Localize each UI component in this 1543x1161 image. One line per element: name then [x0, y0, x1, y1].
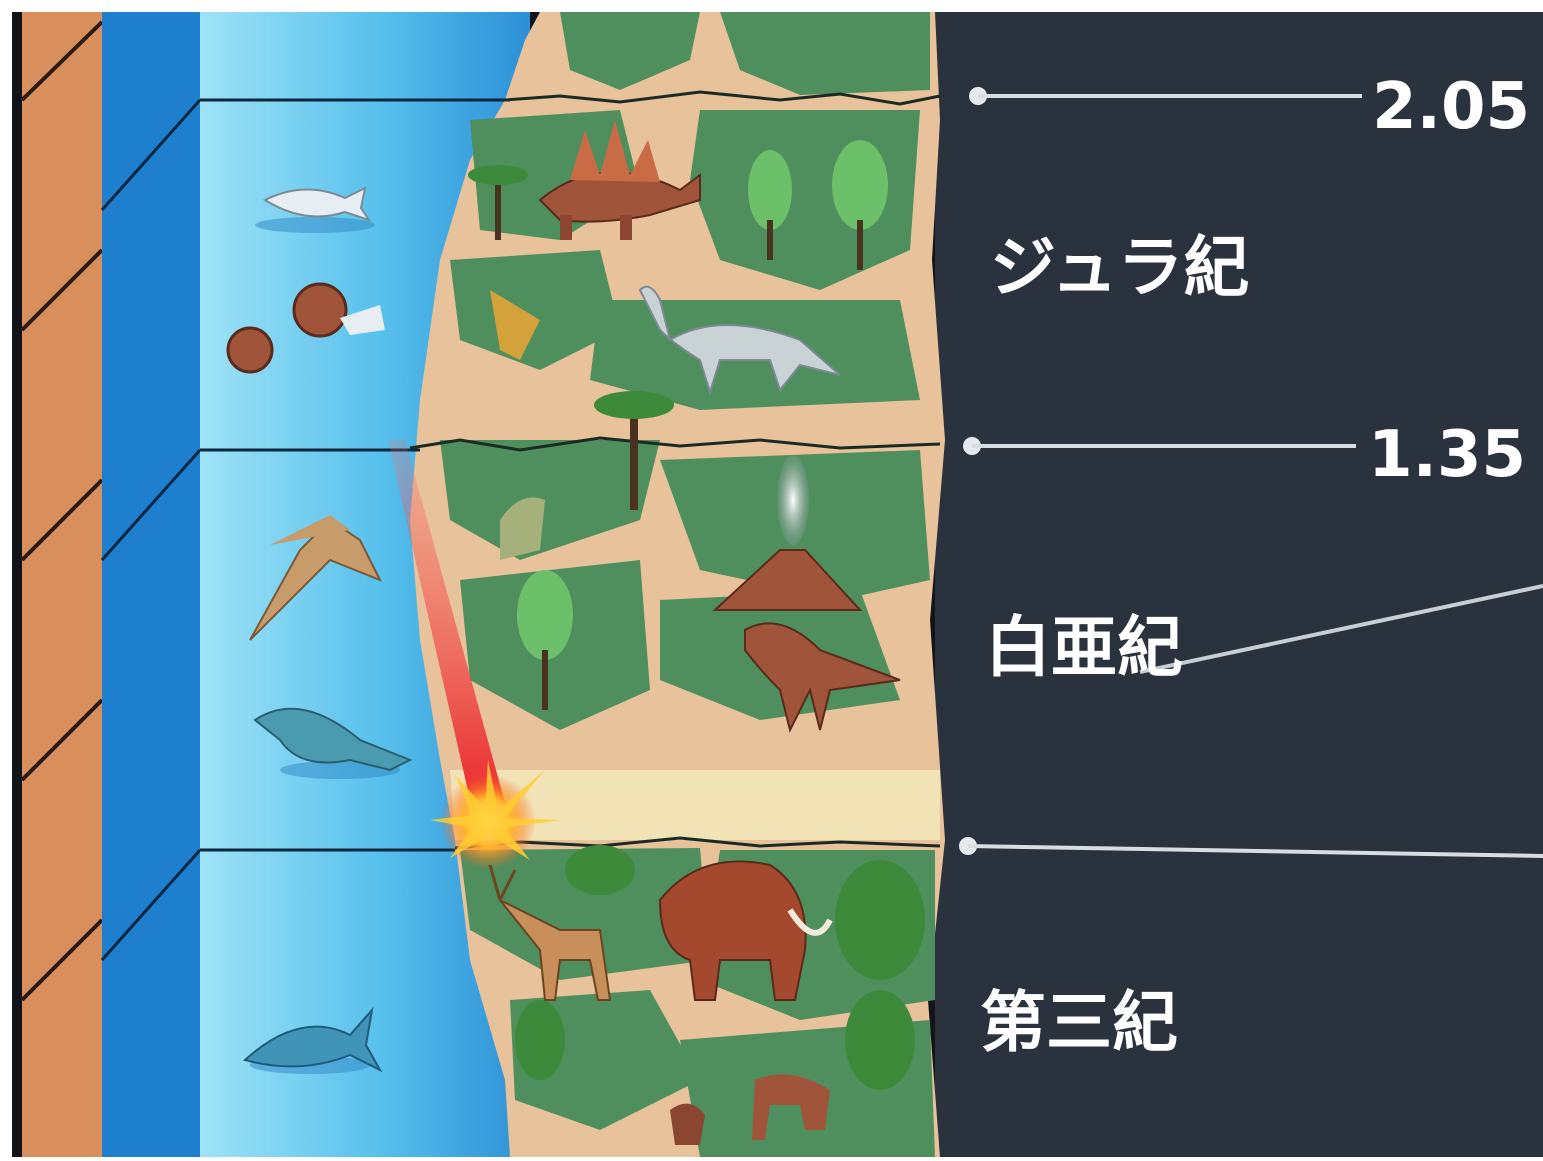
period-label-jurassic: ジュラ紀	[990, 229, 1249, 306]
cretaceous-pointer-line	[1139, 584, 1543, 674]
crust-hatch-lines	[20, 20, 104, 1002]
period-label-tertiary: 第三紀	[980, 984, 1178, 1061]
small-dinosaur-icon	[490, 290, 545, 560]
volcano-icon	[712, 455, 863, 611]
ichthyosaur-icon	[253, 707, 413, 779]
mammoth-icon	[658, 860, 833, 1001]
meteor-impact-beam	[388, 440, 512, 835]
ocean-perspective-lines	[100, 99, 202, 961]
period-label-cretaceous: 白亜紀	[985, 609, 1183, 686]
stegosaurus-icon	[538, 120, 701, 240]
deer-icon	[488, 864, 612, 1001]
stratum-boundaries-ocean	[200, 98, 510, 852]
tree-icon	[515, 140, 925, 1090]
fish-icon	[242, 1006, 383, 1074]
boundary-value-jurassic-cretaceous: 1.35	[1368, 418, 1526, 492]
mammal-icon	[670, 1074, 830, 1145]
brachiosaurus-icon	[638, 285, 841, 396]
crust-band	[22, 12, 102, 1157]
timeline-panel	[935, 12, 1543, 1157]
palm-tree-icon	[468, 165, 674, 510]
boundary-value-jurassic-top: 2.05	[1372, 70, 1530, 144]
deep-ocean-column	[102, 12, 200, 1157]
pterosaur-icon	[249, 515, 383, 641]
ammonite-icon	[226, 282, 385, 374]
theropod-icon	[744, 622, 901, 733]
impact-sand-layer	[450, 770, 940, 840]
boundary-marker-jurassic-cretaceous	[963, 437, 1356, 455]
boundary-marker-jurassic-top	[969, 87, 1362, 105]
fish-icon	[255, 186, 375, 233]
boundary-marker-cretaceous-tertiary	[959, 837, 1543, 858]
impact-flash-icon	[430, 760, 560, 870]
